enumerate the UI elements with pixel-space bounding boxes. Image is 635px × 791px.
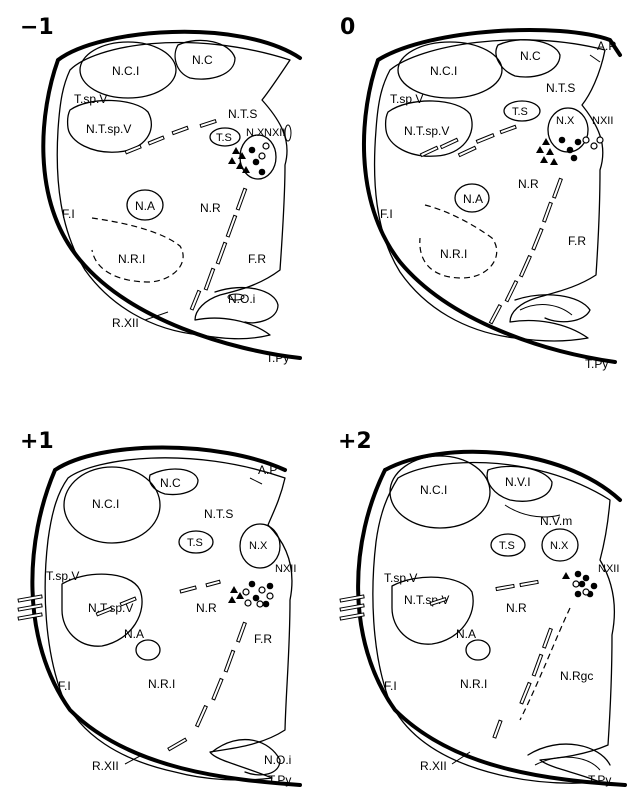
label-ncl: N.C.I	[92, 497, 119, 511]
triangle-marker	[236, 162, 244, 169]
panel-minus-1: −1 N.C.I N.C N.T.S T.sp.V N.T.sp.V T.S N…	[20, 15, 300, 365]
region-na	[136, 640, 160, 660]
label-nr: N.R	[196, 601, 217, 615]
section-outline	[358, 452, 625, 785]
filled-circle-marker	[249, 147, 256, 154]
label-nri: N.R.I	[148, 677, 175, 691]
label-nts: N.T.S	[204, 507, 233, 521]
ap-pointer	[590, 55, 600, 62]
label-nc: N.C	[520, 49, 541, 63]
label-nts: N.T.S	[546, 81, 575, 95]
ap-pointer	[250, 478, 262, 484]
fiber-tracts	[125, 120, 246, 310]
label-nx: N.X	[556, 115, 575, 127]
label-nvl: N.V.I	[505, 475, 531, 489]
neuron-markers	[536, 137, 603, 165]
neuron-markers	[562, 571, 597, 598]
label-na: N.A	[456, 627, 476, 641]
region-na	[466, 640, 490, 660]
region-nri	[420, 205, 497, 278]
section-outline	[364, 30, 620, 362]
label-fi: F.I	[62, 207, 75, 221]
label-ts: T.S	[187, 537, 203, 549]
dashed-boundary	[520, 608, 570, 720]
label-nri: N.R.I	[118, 252, 145, 266]
label-nc: N.C	[160, 476, 181, 490]
label-ts: T.S	[216, 132, 232, 144]
panel-label: +1	[20, 429, 54, 454]
panel-0: 0 N.C.I N.C A.P N.T.S T.sp.V N.T.sp.V T.…	[340, 15, 620, 371]
label-tpy: T.Py	[266, 351, 289, 365]
label-nx: N.X	[249, 540, 268, 552]
section-inner-outline	[45, 458, 292, 780]
panel-label: −1	[20, 15, 54, 40]
label-tpy: T.Py	[588, 773, 611, 787]
label-ts: T.S	[499, 540, 515, 552]
section-outline	[32, 448, 300, 786]
label-nxii: NXII	[598, 563, 619, 575]
label-fi: F.I	[384, 679, 397, 693]
neuron-markers	[228, 143, 269, 175]
label-na: N.A	[463, 192, 483, 206]
label-nx: N.X	[246, 127, 265, 139]
label-tpy: T.Py	[268, 773, 291, 787]
label-nx: N.X	[550, 540, 569, 552]
label-na: N.A	[135, 199, 155, 213]
label-tspv: T.sp.V	[74, 92, 107, 106]
label-nrgc: N.Rgc	[560, 669, 593, 683]
filled-circle-marker	[253, 159, 260, 166]
label-ntspv: N.T.sp.V	[86, 122, 131, 136]
label-nr: N.R	[518, 177, 539, 191]
label-fr: F.R	[254, 632, 272, 646]
label-fr: F.R	[248, 252, 266, 266]
label-nxii: NXII	[275, 563, 296, 575]
label-nr: N.R	[200, 201, 221, 215]
label-na: N.A	[124, 627, 144, 641]
label-tspv: T.sp.V	[384, 571, 417, 585]
open-circle-marker	[263, 143, 269, 149]
panel-label: 0	[340, 15, 355, 40]
label-nxii: NXII	[264, 127, 285, 139]
label-tspv: T.sp.V	[46, 569, 79, 583]
small-oval	[285, 125, 291, 141]
label-tpy: T.Py	[585, 357, 608, 371]
label-nri: N.R.I	[440, 247, 467, 261]
filled-circle-marker	[259, 169, 266, 176]
label-ncl: N.C.I	[430, 64, 457, 78]
label-rxii: R.XII	[420, 759, 447, 773]
label-ap: A.P	[597, 39, 616, 53]
label-nri: N.R.I	[460, 677, 487, 691]
label-nxii: NXII	[592, 115, 613, 127]
section-outline	[43, 32, 300, 358]
label-nr: N.R	[506, 601, 527, 615]
label-nts: N.T.S	[228, 107, 257, 121]
region-nri	[92, 218, 183, 282]
label-ts: T.S	[512, 106, 528, 118]
label-fi: F.I	[58, 679, 71, 693]
region-olive	[528, 744, 610, 765]
open-circle-marker	[259, 153, 265, 159]
label-ap: A.P	[258, 463, 277, 477]
label-ncl: N.C.I	[420, 483, 447, 497]
label-ncl: N.C.I	[112, 64, 139, 78]
triangle-marker	[228, 157, 236, 164]
label-rxii: R.XII	[112, 316, 139, 330]
label-fi: F.I	[380, 207, 393, 221]
label-fr: F.R	[568, 234, 586, 248]
label-noi: N.O.i	[264, 753, 291, 767]
panel-plus-2: +2 N.C.I N.V.I N.V.m T.S N.X NXII T.sp.V…	[338, 429, 625, 787]
triangle-marker	[232, 147, 240, 154]
label-rxii: R.XII	[92, 759, 119, 773]
label-ntspv: N.T.sp.V	[404, 124, 449, 138]
panel-label: +2	[338, 429, 372, 454]
neuron-markers	[228, 581, 273, 608]
region-olive	[515, 295, 590, 322]
label-nc: N.C	[192, 53, 213, 67]
panel-plus-1: +1 N.C.I N.C A.P N.T.S T.S N.X NXII T.s	[18, 429, 300, 787]
olive-fold	[520, 305, 572, 315]
